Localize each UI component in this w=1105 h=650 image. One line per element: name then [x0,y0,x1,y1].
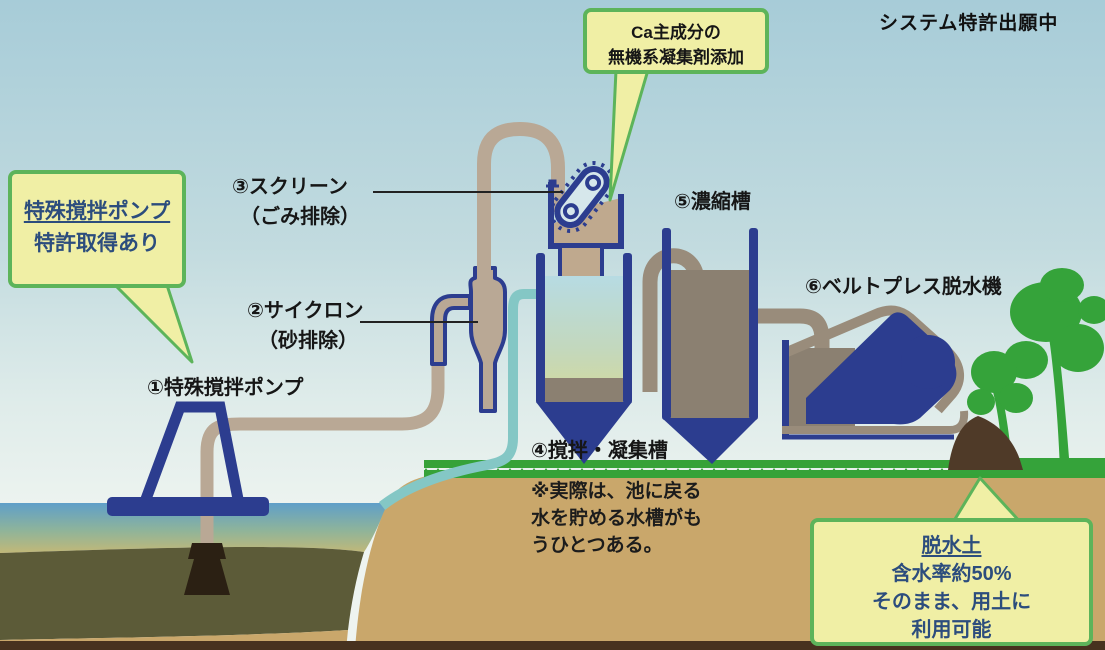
pump-discharge-pipe [200,356,445,548]
grass-strip [424,460,1105,478]
patent-pending-notice: システム特許出願中 [879,13,1059,34]
pump-patent-subtitle: 特許取得あり [34,232,160,255]
pointer-lines [360,191,563,323]
mixing-coagulation-tank [536,253,632,464]
dewatered-soil-line4: 利用可能 [911,619,992,641]
deep-soil-band [0,641,1105,650]
label-thickener: ⑤濃縮槽 [674,191,751,213]
label-mixing-tank: ④撹拌・凝集槽 [531,440,668,462]
dewatered-soil-line2: 含水率約50% [891,563,1012,585]
pump-callout-tail [110,280,194,364]
label-cyclone-sub: （砂排除） [258,330,358,352]
note-line1: ※実際は、池に戻る [531,481,702,502]
note-text: ※実際は、池に戻る 水を貯める水槽がも うひとつある。 [531,478,702,559]
pump-suction-head [184,543,230,595]
pump-float-frame [107,401,269,516]
label-screen-sub: （ごみ排除） [240,206,360,228]
cyclone-device [430,266,507,413]
label-belt-press: ⑥ベルトプレス脱水機 [805,276,1002,298]
dewatered-soil-line3: そのまま、用土に [871,591,1032,613]
label-cyclone: ②サイクロン [247,300,364,322]
pump-patent-callout: 特殊撹拌ポンプ 特許取得あり [8,170,186,288]
pond-sediment [0,547,364,650]
pump-patent-title: 特殊撹拌ポンプ [23,200,171,223]
coagulant-line1: Ca主成分の [631,23,721,42]
dewatered-soil-callout: 脱水土 含水率約50% そのまま、用土に 利用可能 [810,518,1093,646]
label-pump: ①特殊撹拌ポンプ [147,377,304,399]
coagulant-line2: 無機系凝集剤添加 [608,48,744,67]
label-screen: ③スクリーン [232,176,348,198]
note-line3: うひとつある。 [531,535,663,556]
water-return-pipe [378,289,540,510]
cyclone-to-screen-pipe [477,121,565,274]
dewatered-soil-title: 脱水土 [921,535,982,557]
belt-press-device [782,305,969,440]
callout-tails [110,68,1024,526]
thickener-tank [662,228,758,464]
note-line2: 水を貯める水槽がも [531,508,703,529]
coagulant-callout: Ca主成分の 無機系凝集剤添加 [583,8,769,74]
pond-water [0,503,388,553]
dewatered-soil-pile [948,416,1023,470]
coagulant-callout-tail [608,68,650,202]
